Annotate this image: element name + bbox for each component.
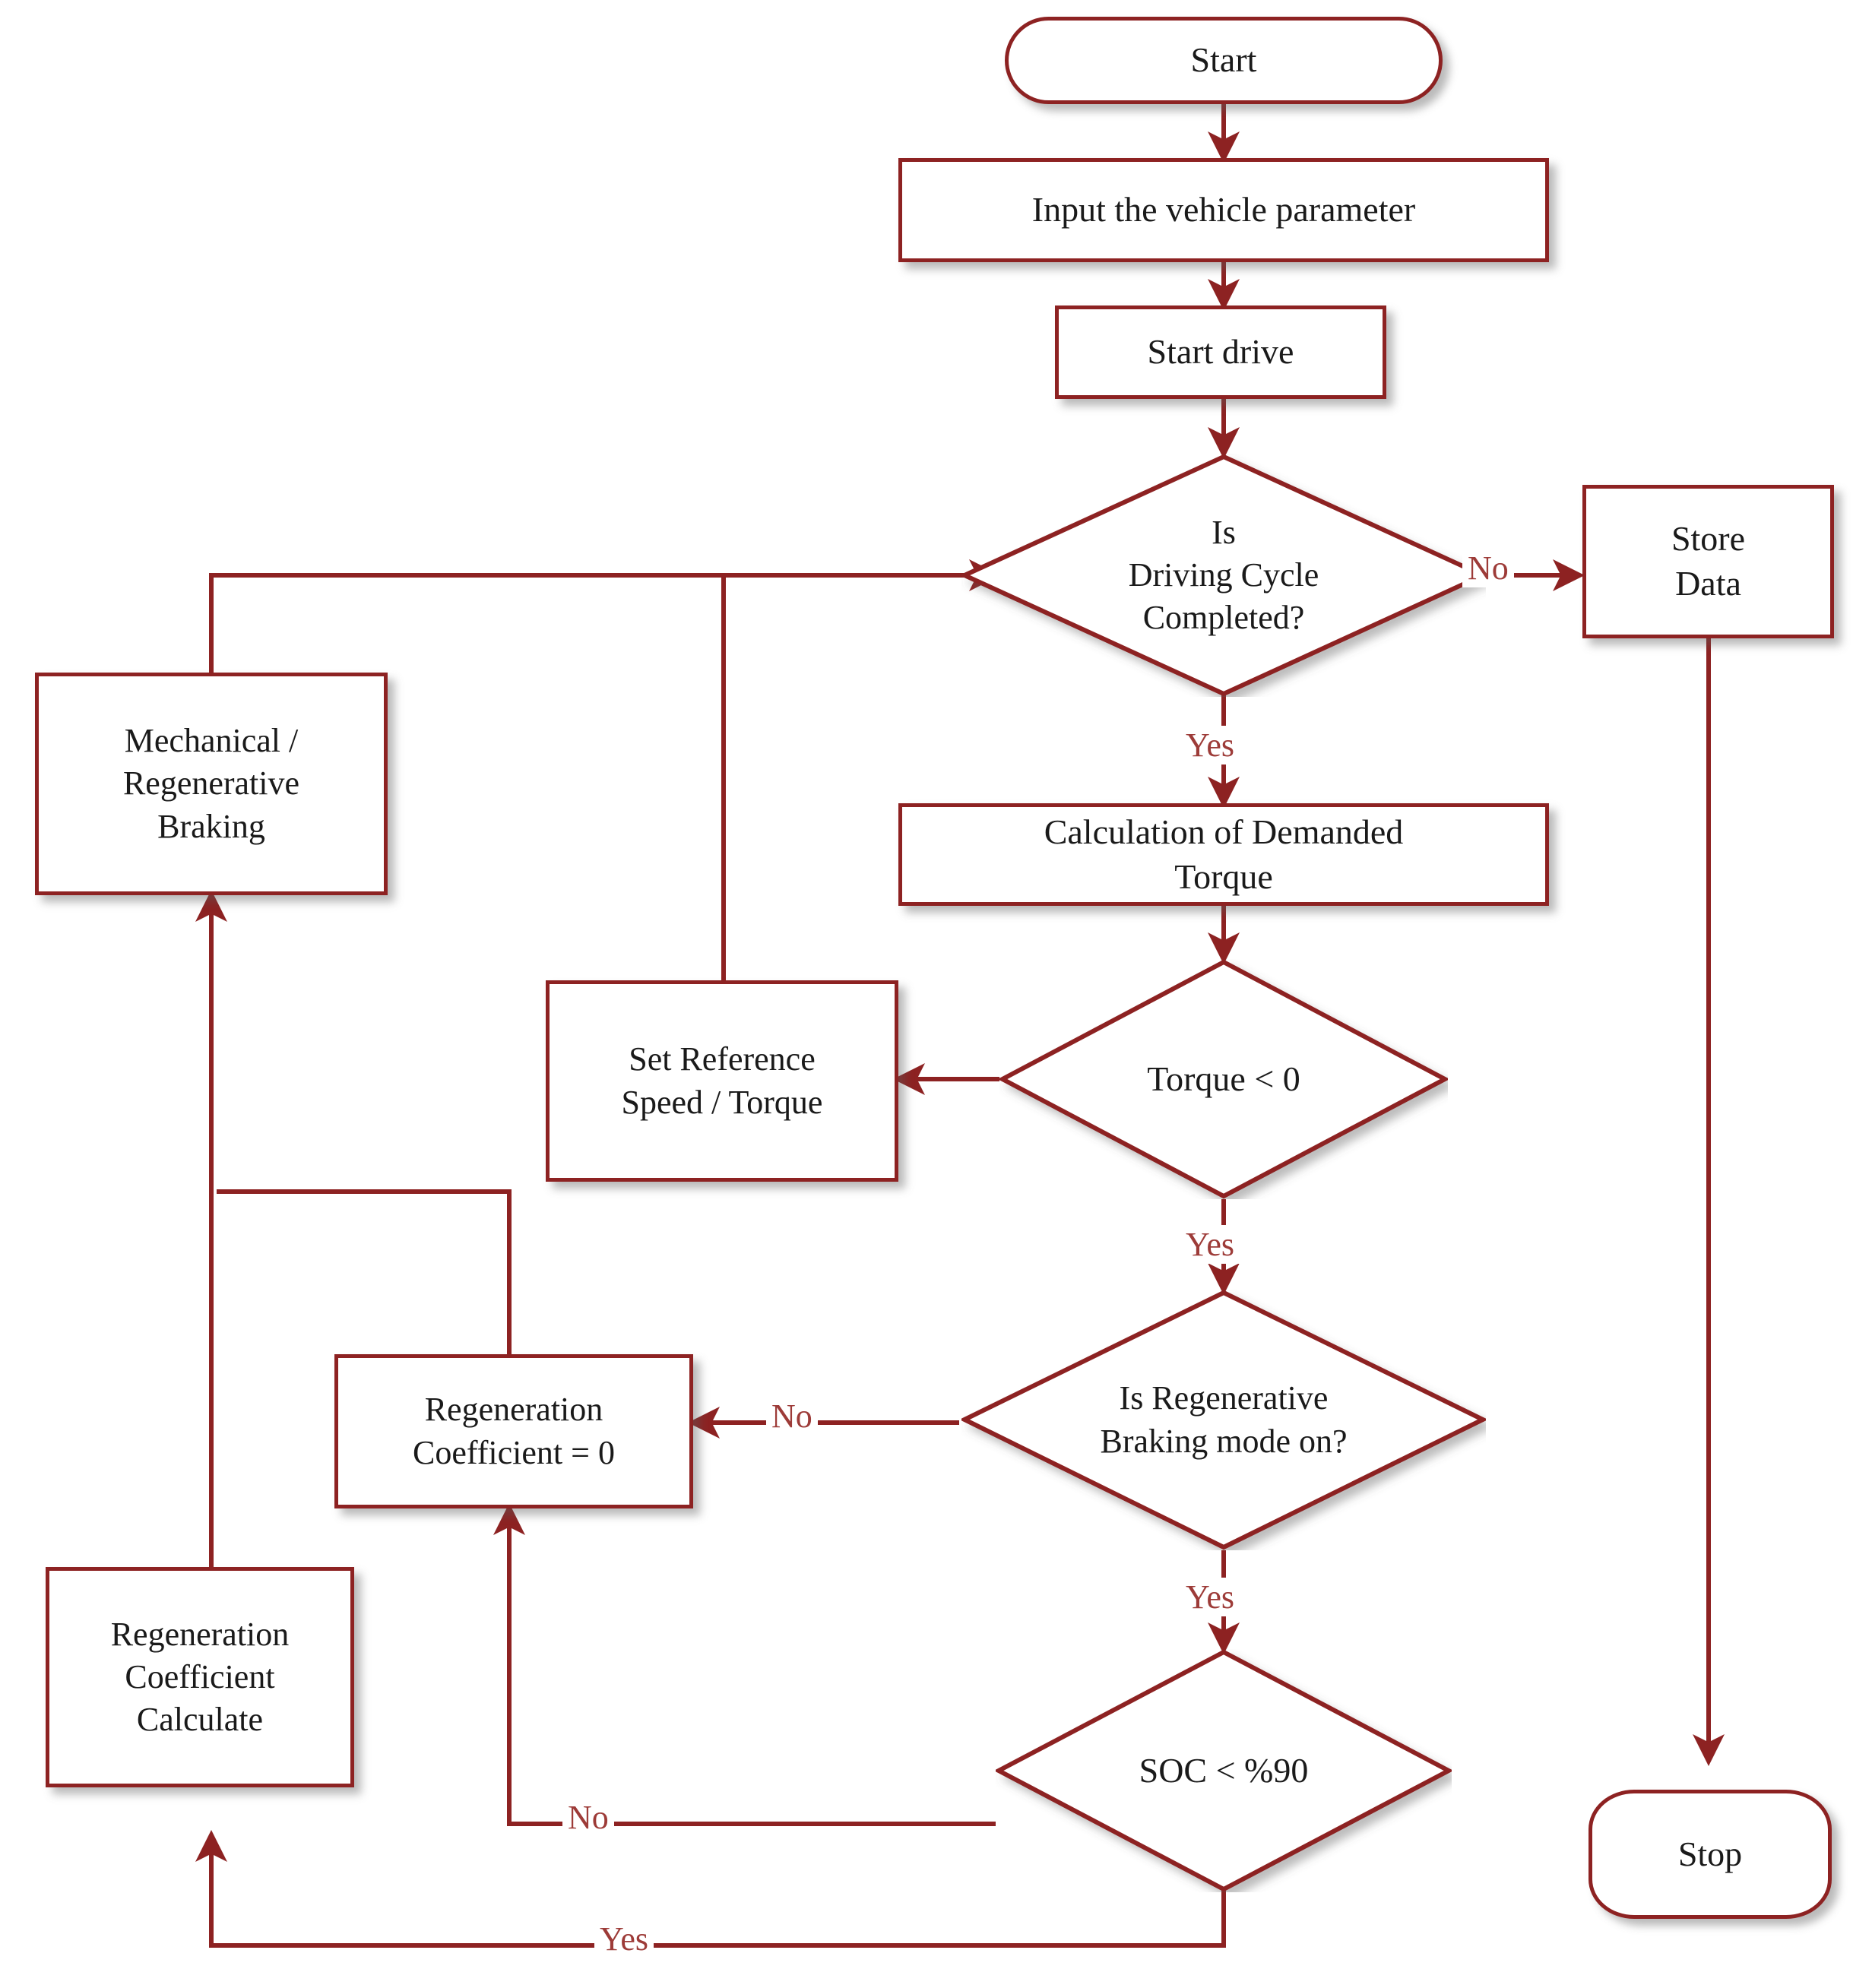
edge-mechregen-to-cycledone bbox=[209, 573, 730, 673]
edge-label-torqueneg-yes: Yes bbox=[1180, 1225, 1240, 1264]
node-set-reference-speed-torque[interactable]: Set Reference Speed / Torque bbox=[546, 980, 898, 1182]
node-mechanical-regenerative-braking-label: Mechanical / Regenerative Braking bbox=[122, 722, 300, 845]
node-start-drive[interactable]: Start drive bbox=[1055, 305, 1386, 399]
node-calculation-demanded-torque[interactable]: Calculation of Demanded Torque bbox=[898, 803, 1549, 906]
node-calculation-demanded-torque-label: Calculation of Demanded Torque bbox=[1044, 812, 1404, 896]
node-stop-label: Stop bbox=[1677, 1834, 1743, 1873]
edge-label-regenmode-no: No bbox=[766, 1397, 818, 1436]
edge-coefzero-to-mechregen bbox=[217, 1189, 512, 1354]
node-start-drive-label: Start drive bbox=[1147, 332, 1294, 372]
edge-soc-no-to-coefzero bbox=[493, 1503, 996, 1826]
node-regeneration-coefficient-calculate-label: Regeneration Coefficient Calculate bbox=[110, 1615, 290, 1739]
node-set-reference-speed-torque-label: Set Reference Speed / Torque bbox=[621, 1040, 823, 1121]
node-is-regenerative-braking-mode-on-label: Is Regenerative Braking mode on? bbox=[1100, 1379, 1348, 1460]
node-start[interactable]: Start bbox=[1005, 17, 1443, 104]
edge-label-cycledone-yes: Yes bbox=[1180, 726, 1240, 764]
edge-label-cycledone-no: No bbox=[1462, 549, 1514, 587]
node-torque-less-than-zero[interactable]: Torque < 0 bbox=[999, 959, 1448, 1199]
node-is-driving-cycle-completed-label: Is Driving Cycle Completed? bbox=[1128, 513, 1319, 637]
node-torque-less-than-zero-label: Torque < 0 bbox=[1147, 1059, 1300, 1098]
edge-label-soc-no: No bbox=[562, 1798, 614, 1837]
node-input-vehicle-parameter-label: Input the vehicle parameter bbox=[1031, 190, 1416, 230]
node-mechanical-regenerative-braking[interactable]: Mechanical / Regenerative Braking bbox=[35, 673, 388, 895]
node-soc-check-label: SOC < %90 bbox=[1139, 1750, 1309, 1790]
node-is-driving-cycle-completed[interactable]: Is Driving Cycle Completed? bbox=[961, 454, 1486, 697]
edge-label-soc-yes: Yes bbox=[594, 1920, 654, 1958]
node-soc-check[interactable]: SOC < %90 bbox=[996, 1649, 1452, 1892]
diamond-shape-regen-mode bbox=[961, 1290, 1486, 1550]
node-regeneration-coefficient-calculate[interactable]: Regeneration Coefficient Calculate bbox=[46, 1567, 354, 1787]
edge-label-regenmode-yes: Yes bbox=[1180, 1578, 1240, 1616]
node-regeneration-coefficient-zero[interactable]: Regeneration Coefficient = 0 bbox=[334, 1354, 693, 1508]
diamond-shape-torque-neg bbox=[999, 959, 1448, 1199]
node-input-vehicle-parameter[interactable]: Input the vehicle parameter bbox=[898, 158, 1549, 262]
node-is-regenerative-braking-mode-on[interactable]: Is Regenerative Braking mode on? bbox=[961, 1290, 1486, 1550]
diamond-shape-cycle-done bbox=[961, 454, 1486, 697]
node-stop[interactable]: Stop bbox=[1589, 1790, 1832, 1919]
node-regeneration-coefficient-zero-label: Regeneration Coefficient = 0 bbox=[413, 1391, 615, 1471]
node-store-data[interactable]: Store Data bbox=[1582, 485, 1834, 638]
node-store-data-label: Store Data bbox=[1671, 519, 1746, 603]
node-start-label: Start bbox=[1190, 40, 1257, 80]
edge-setreference-to-cycledone bbox=[721, 559, 1001, 980]
